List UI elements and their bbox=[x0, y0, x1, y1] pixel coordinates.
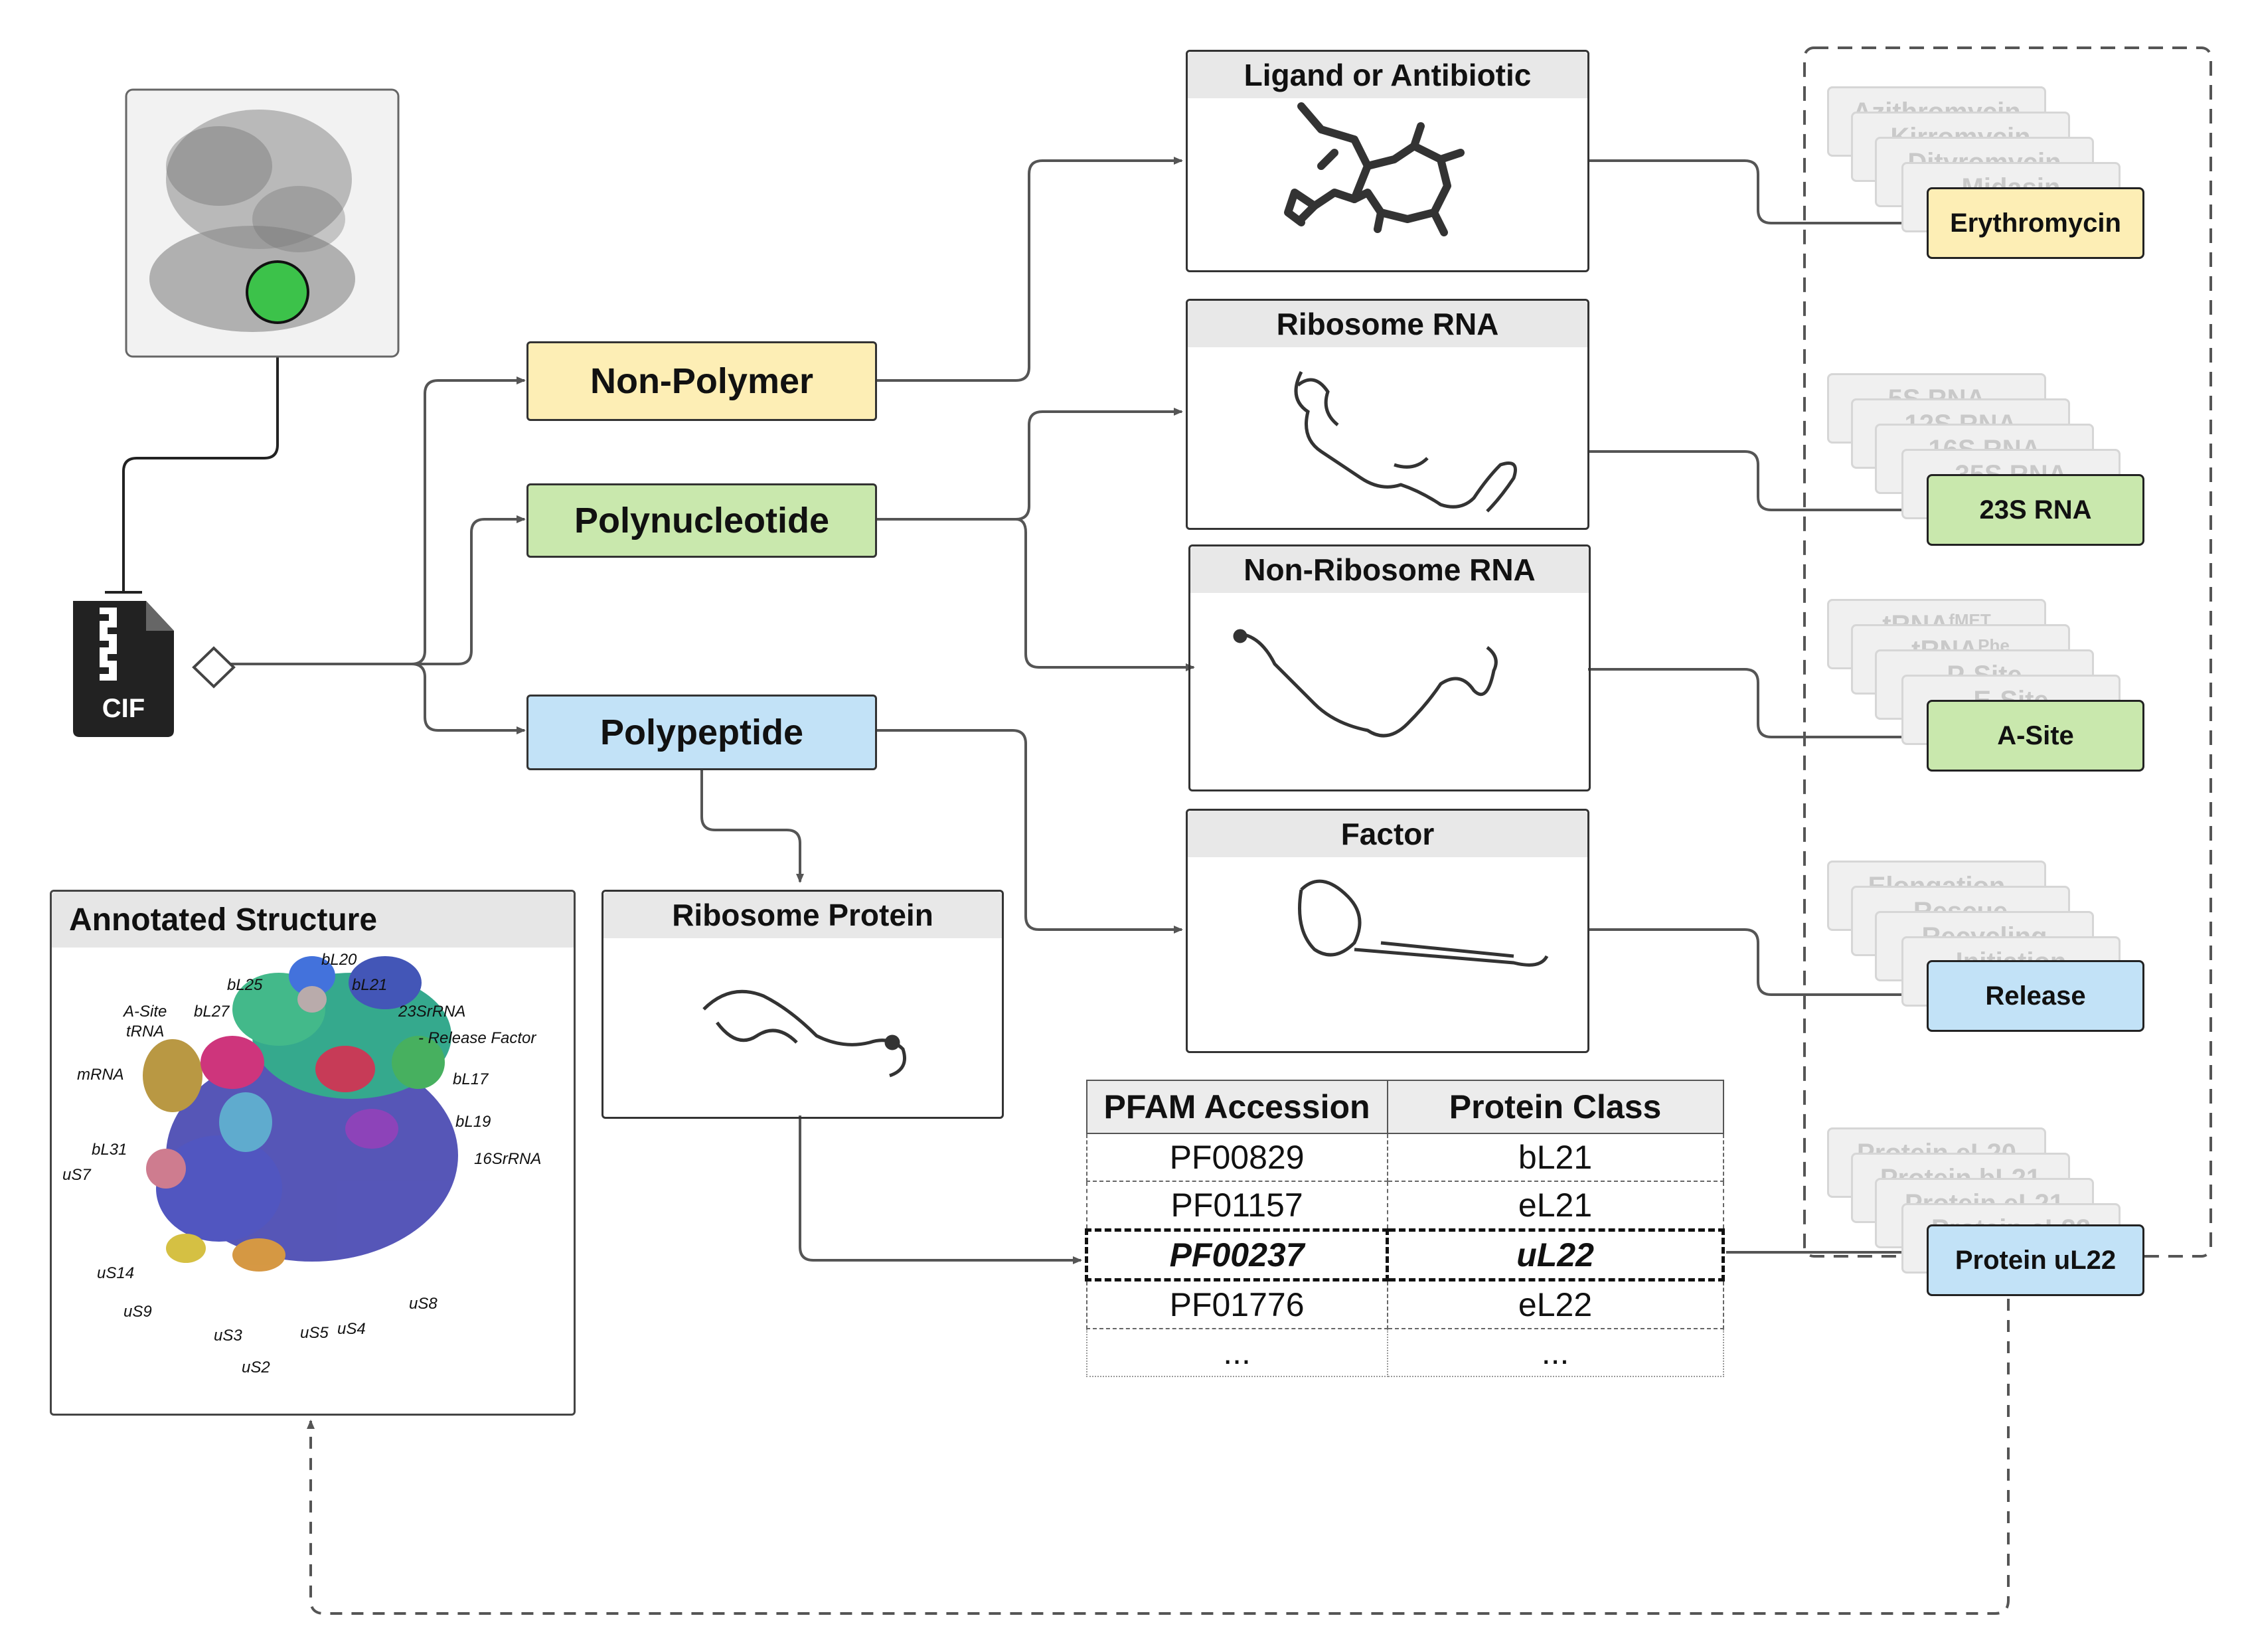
polypeptide-label: Polypeptide bbox=[600, 712, 804, 752]
stack-front-card[interactable]: 23S RNA bbox=[1927, 474, 2144, 546]
annotated-panel[interactable]: Annotated Structure bbox=[50, 890, 576, 1416]
polypeptide-box[interactable]: Polypeptide bbox=[526, 695, 877, 770]
label-16srrna: 16SrRNA bbox=[474, 1150, 542, 1168]
label-uS9: uS9 bbox=[123, 1303, 152, 1321]
table-row-highlighted[interactable]: PF00237 uL22 bbox=[1084, 1228, 1725, 1281]
edge-polypeptide-factor bbox=[876, 729, 1183, 934]
edge-protein-table bbox=[799, 1115, 1082, 1264]
label-release: - Release Factor bbox=[418, 1029, 536, 1047]
label-uS7: uS7 bbox=[62, 1166, 91, 1184]
label-asite: A-Site bbox=[123, 1003, 167, 1021]
pfam-cell: PF01157 bbox=[1085, 1181, 1388, 1231]
split-diamond bbox=[192, 646, 236, 689]
label-uS4: uS4 bbox=[337, 1320, 366, 1338]
cif-file-icon bbox=[73, 601, 174, 737]
label-uS5: uS5 bbox=[300, 1324, 329, 1342]
edge-nonpolymer-ligand bbox=[876, 157, 1183, 382]
edge-polynuc-rrna bbox=[876, 408, 1183, 521]
class-header: Protein Class bbox=[1386, 1080, 1724, 1134]
label-uS8: uS8 bbox=[409, 1295, 438, 1313]
label-trna: tRNA bbox=[126, 1023, 165, 1040]
edge-rrna-stack bbox=[1588, 450, 1927, 514]
edge-feedback bbox=[307, 1256, 2010, 1615]
factor-panel[interactable]: Factor bbox=[1186, 809, 1589, 1053]
ligand-panel-title: Ligand or Antibiotic bbox=[1188, 52, 1587, 98]
ligand-panel[interactable]: Ligand or Antibiotic bbox=[1186, 50, 1589, 272]
label-uS3: uS3 bbox=[214, 1327, 242, 1345]
label-bL17: bL17 bbox=[453, 1070, 489, 1088]
pfam-table: PFAM Accession Protein Class PF00829 bL2… bbox=[1084, 1080, 1725, 1377]
factor-panel-title: Factor bbox=[1188, 811, 1587, 857]
edge-thumb-cif bbox=[122, 312, 279, 591]
ligand-molecule bbox=[1284, 102, 1465, 236]
annotated-panel-title: Annotated Structure bbox=[52, 892, 574, 948]
class-cell: eL21 bbox=[1386, 1181, 1724, 1231]
nonrrna-panel-title: Non-Ribosome RNA bbox=[1190, 546, 1589, 593]
non-polymer-label: Non-Polymer bbox=[590, 361, 814, 401]
nonrrna-panel[interactable]: Non-Ribosome RNA bbox=[1188, 544, 1591, 791]
label-uS2: uS2 bbox=[242, 1359, 270, 1376]
stack-front-card[interactable]: Release bbox=[1927, 960, 2144, 1032]
annotated-ribosome bbox=[143, 956, 458, 1272]
rrna-structure bbox=[1294, 371, 1517, 513]
label-uS14: uS14 bbox=[97, 1264, 135, 1282]
label-bL31: bL31 bbox=[92, 1141, 127, 1159]
polynucleotide-label: Polynucleotide bbox=[574, 501, 830, 540]
pfam-cell: PF00829 bbox=[1085, 1133, 1388, 1182]
edge-polypeptide-protein bbox=[700, 770, 804, 883]
label-bL25: bL25 bbox=[227, 976, 263, 994]
edge-cif-polynucleotide bbox=[231, 515, 526, 665]
table-row-ellipsis: ... ... bbox=[1085, 1329, 1724, 1377]
label-23srrna: 23SrRNA bbox=[398, 1003, 466, 1021]
non-polymer-box[interactable]: Non-Polymer bbox=[526, 341, 877, 421]
cif-label: CIF bbox=[102, 694, 145, 723]
label-bL27: bL27 bbox=[194, 1003, 230, 1021]
nonrrna-structure bbox=[1233, 629, 1498, 738]
thumbnail-graphic bbox=[125, 88, 400, 358]
edge-cif-polypeptide bbox=[231, 663, 526, 734]
rrna-panel-title: Ribosome RNA bbox=[1188, 301, 1587, 347]
edge-nonrrna-stack bbox=[1588, 668, 1927, 741]
table-row[interactable]: PF01776 eL22 bbox=[1085, 1280, 1724, 1329]
edge-cif-nonpolymer bbox=[231, 376, 526, 665]
stack-front-card[interactable]: A-Site bbox=[1927, 700, 2144, 772]
pfam-cell: PF01776 bbox=[1085, 1280, 1388, 1329]
rrna-panel[interactable]: Ribosome RNA bbox=[1186, 299, 1589, 530]
table-row[interactable]: PF00829 bL21 bbox=[1085, 1133, 1724, 1182]
class-cell: uL22 bbox=[1386, 1228, 1725, 1281]
protein-structure bbox=[702, 989, 906, 1078]
pfam-cell: ... bbox=[1085, 1329, 1388, 1377]
table-row[interactable]: PF01157 eL21 bbox=[1085, 1181, 1724, 1231]
stack-front-card[interactable]: Protein uL22 bbox=[1927, 1224, 2144, 1296]
protein-panel-title: Ribosome Protein bbox=[603, 892, 1002, 938]
pfam-cell: PF00237 bbox=[1084, 1228, 1390, 1281]
edge-factor-stack bbox=[1588, 928, 1927, 999]
edge-polynuc-nonrrna bbox=[876, 518, 1195, 671]
label-bL19: bL19 bbox=[455, 1113, 491, 1131]
class-cell: bL21 bbox=[1386, 1133, 1724, 1182]
protein-panel[interactable]: Ribosome Protein bbox=[602, 890, 1004, 1119]
label-bL21: bL21 bbox=[352, 976, 388, 994]
factor-structure bbox=[1298, 879, 1549, 967]
label-mrna: mRNA bbox=[77, 1066, 124, 1084]
edge-ligand-stack bbox=[1588, 159, 1927, 227]
class-cell: ... bbox=[1386, 1329, 1724, 1377]
pfam-header: PFAM Accession bbox=[1085, 1080, 1388, 1134]
highlight-circle bbox=[246, 260, 309, 324]
polynucleotide-box[interactable]: Polynucleotide bbox=[526, 483, 877, 558]
stack-front-card[interactable]: Erythromycin bbox=[1927, 187, 2144, 259]
label-bL20: bL20 bbox=[321, 951, 357, 969]
class-cell: eL22 bbox=[1386, 1280, 1724, 1329]
